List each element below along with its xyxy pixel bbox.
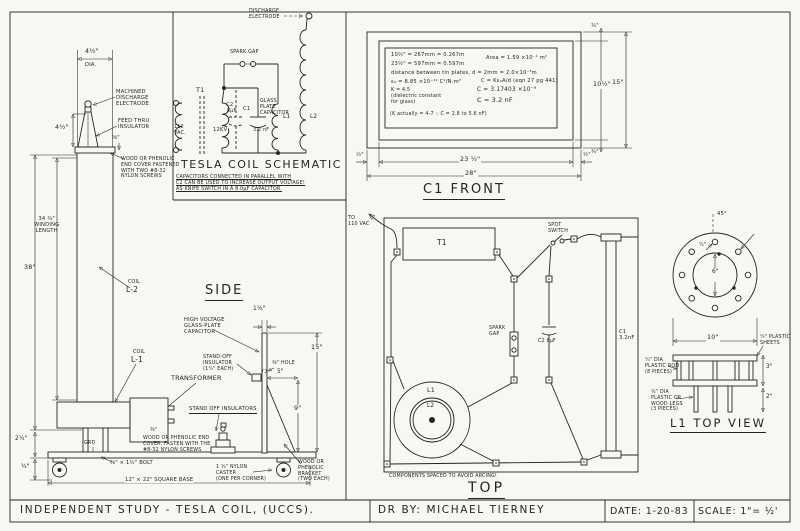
- calc-line-2: 23½" = 597mm = 0.597m: [391, 61, 465, 67]
- calc-line-5: K = 4.5 (dielectric constant for glass): [391, 88, 442, 105]
- plastic-rods-label: ¼" DIA PLASTIC ROD (8 PIECES): [645, 358, 680, 375]
- dim-inner-width: 23 ½": [459, 155, 482, 164]
- dim-caster-height: ¾": [21, 464, 30, 470]
- l2-coil-sub: COIL: [128, 280, 141, 285]
- cover-note-2: WOOD OR PHENOLIC END COVER. FASTEN WITH …: [143, 436, 211, 453]
- sheet-frame: [9, 11, 791, 523]
- title-block-project: INDEPENDENT STUDY - TESLA COIL, (UCCS).: [20, 504, 315, 516]
- schematic-kv-label: 12KV: [212, 127, 229, 134]
- dim-three-eighths: ⅜": [150, 428, 158, 433]
- side-view-drawing: [30, 50, 322, 486]
- calc-line-1: 10½" = 267mm = 0.267m: [391, 52, 465, 58]
- legs-label: ½" DIA PLASTIC OR WOOD LEGS (3 PIECES): [651, 390, 683, 413]
- l1-label: L-1: [131, 355, 144, 364]
- schematic-l2-label: L2: [310, 114, 318, 120]
- calc-line-7: (K actually = 4-7 ∴ C = 2.8 to 5.6 nF): [390, 112, 487, 117]
- calc-line-4b: C = Kε₀A/d (eqn 27 pg 441): [481, 78, 558, 84]
- c1-front-title: C1 FRONT: [423, 182, 505, 200]
- calc-line-4: ε₀ = 8.85 ×10⁻¹² C²/N·m²: [391, 79, 462, 85]
- dim-inner-height: 10½": [592, 80, 613, 89]
- l1-coil-sub: COIL: [133, 350, 146, 355]
- dim-margin-left: ½": [356, 152, 364, 158]
- schematic-glass-label: GLASS PLATE CAPACITOR: [260, 99, 290, 116]
- dim-margin-bottom: ¾": [590, 149, 600, 156]
- l1-top-view-title: L1 TOP VIEW: [670, 416, 766, 433]
- top-view-drawing: [369, 214, 639, 473]
- caster-label: 1 ¾" NYLON CASTER (ONE PER CORNER): [216, 465, 267, 482]
- top-vac-label: TO 110 VAC: [348, 216, 370, 227]
- hole-label: ⅜" HOLE: [272, 361, 295, 366]
- title-block-date: DATE: 1-20-83: [610, 506, 689, 517]
- calc-line-1b: Area = 1.59 ×10⁻¹ m²: [486, 55, 548, 61]
- base-dim-label: 12" × 22" SQUARE BASE: [124, 477, 195, 484]
- schematic-spark-gap-label: SPARK GAP: [230, 50, 259, 55]
- dim-inner-6in: 6": [711, 269, 720, 276]
- dim-outer-height: 15": [612, 78, 624, 86]
- standoff-insulators-label: STAND OFF INSULATORS: [189, 406, 257, 415]
- schematic-t1-label: T1: [196, 86, 205, 94]
- dim-9in: 9": [293, 404, 303, 413]
- feed-thru-insulator-label: FEED THRU INSULATOR: [118, 118, 150, 131]
- dim-coil-diameter-sub: DIA.: [85, 62, 97, 68]
- dim-2in: 2": [766, 394, 773, 400]
- schematic-c2-value: 8μF: [227, 109, 237, 114]
- calc-line-3: distance between tin plates, d = 2mm = 2…: [391, 70, 537, 76]
- dim-margin-top: ¾": [590, 23, 600, 30]
- bolt-label: ⅜" × 1½" BOLT: [110, 460, 153, 466]
- hv-capacitor-label: HIGH VOLTAGE GLASS-PLATE CAPACITOR: [184, 317, 225, 336]
- top-spdt-label: SPDT SWITCH: [548, 223, 569, 234]
- transformer-label: TRANSFORMER: [171, 374, 222, 382]
- schematic-vac-label: 110 VAC.: [174, 125, 186, 136]
- schematic-l1-label: L1: [283, 114, 291, 120]
- dim-hole-quarter: ¼": [699, 243, 707, 248]
- grd-label: GRD: [84, 441, 96, 446]
- dim-cap-thickness: ⅝": [112, 135, 120, 141]
- top-view-title: TOP: [468, 480, 506, 499]
- top-c1-label: C1 3.2nF: [619, 329, 635, 342]
- bracket-label: WOOD OR PHENOLIC BRACKET (TWO EACH): [298, 460, 330, 483]
- top-note: COMPONENTS SPACED TO AVOID ARCING!: [389, 474, 498, 479]
- schematic-c1-label: C1: [243, 106, 251, 112]
- schematic-discharge-label: DISCHARGE ELECTRODE: [249, 9, 280, 20]
- dim-plate-width: 1⅛": [253, 306, 266, 312]
- top-spark-gap-label: SPARK GAP: [489, 326, 506, 337]
- dim-15in: 15": [310, 343, 324, 352]
- l2-label: L-2: [126, 285, 139, 294]
- dim-winding-length: 34 ¾" WINDING LENGTH: [34, 216, 60, 235]
- top-l1-label: L1: [427, 386, 436, 394]
- dim-margin-right: ½": [583, 152, 591, 158]
- title-block-drawn-by: DR BY: MICHAEL TIERNEY: [378, 504, 546, 516]
- schematic-c2-label: C2: [226, 102, 234, 108]
- discharge-electrode-label: MACHINED DISCHARGE ELECTRODE: [116, 89, 149, 108]
- schematic-c1-value: 3.2 nF: [253, 128, 270, 133]
- dim-overall-height: 38": [24, 263, 36, 271]
- dim-5in: 5": [276, 369, 285, 376]
- top-t1-label: T1: [437, 238, 447, 247]
- dim-3in: 3": [766, 364, 773, 370]
- dim-base-height: 2¼": [15, 436, 28, 442]
- dim-coil-diameter: 4½": [84, 47, 100, 56]
- dim-45-deg: 45°: [717, 211, 727, 217]
- dim-outer-width: 28": [464, 169, 478, 178]
- schematic-note: CAPACITORS CONNECTED IN PARALLEL WITH C2…: [176, 175, 306, 192]
- dim-outer-10in: 10": [706, 333, 720, 342]
- standoff-insulator-label: STAND-OFF INSULATOR (1¼" EACH): [203, 355, 234, 372]
- dim-cone-height: 4½": [55, 123, 69, 131]
- top-c2-label: C2 8μF: [538, 339, 556, 344]
- plastic-sheets-label: ¼" PLASTIC SHEETS: [760, 335, 791, 346]
- schematic-drawing: [173, 12, 313, 155]
- side-view-title: SIDE: [205, 283, 244, 301]
- schematic-title: TESLA COIL SCHEMATIC: [181, 158, 342, 171]
- end-cover-note: WOOD OR PHENOLIC END COVER FASTENED WITH…: [121, 157, 180, 180]
- top-l2-label: L2: [426, 403, 436, 410]
- calc-line-5b: C = 3.17403 ×10⁻⁹: [477, 87, 537, 93]
- calc-line-6: C = 3.2 nF: [477, 96, 513, 104]
- c1-front-drawing: [356, 28, 632, 181]
- title-block-scale: SCALE: 1"= ½': [698, 506, 779, 517]
- l1-top-view-drawing: [667, 214, 763, 413]
